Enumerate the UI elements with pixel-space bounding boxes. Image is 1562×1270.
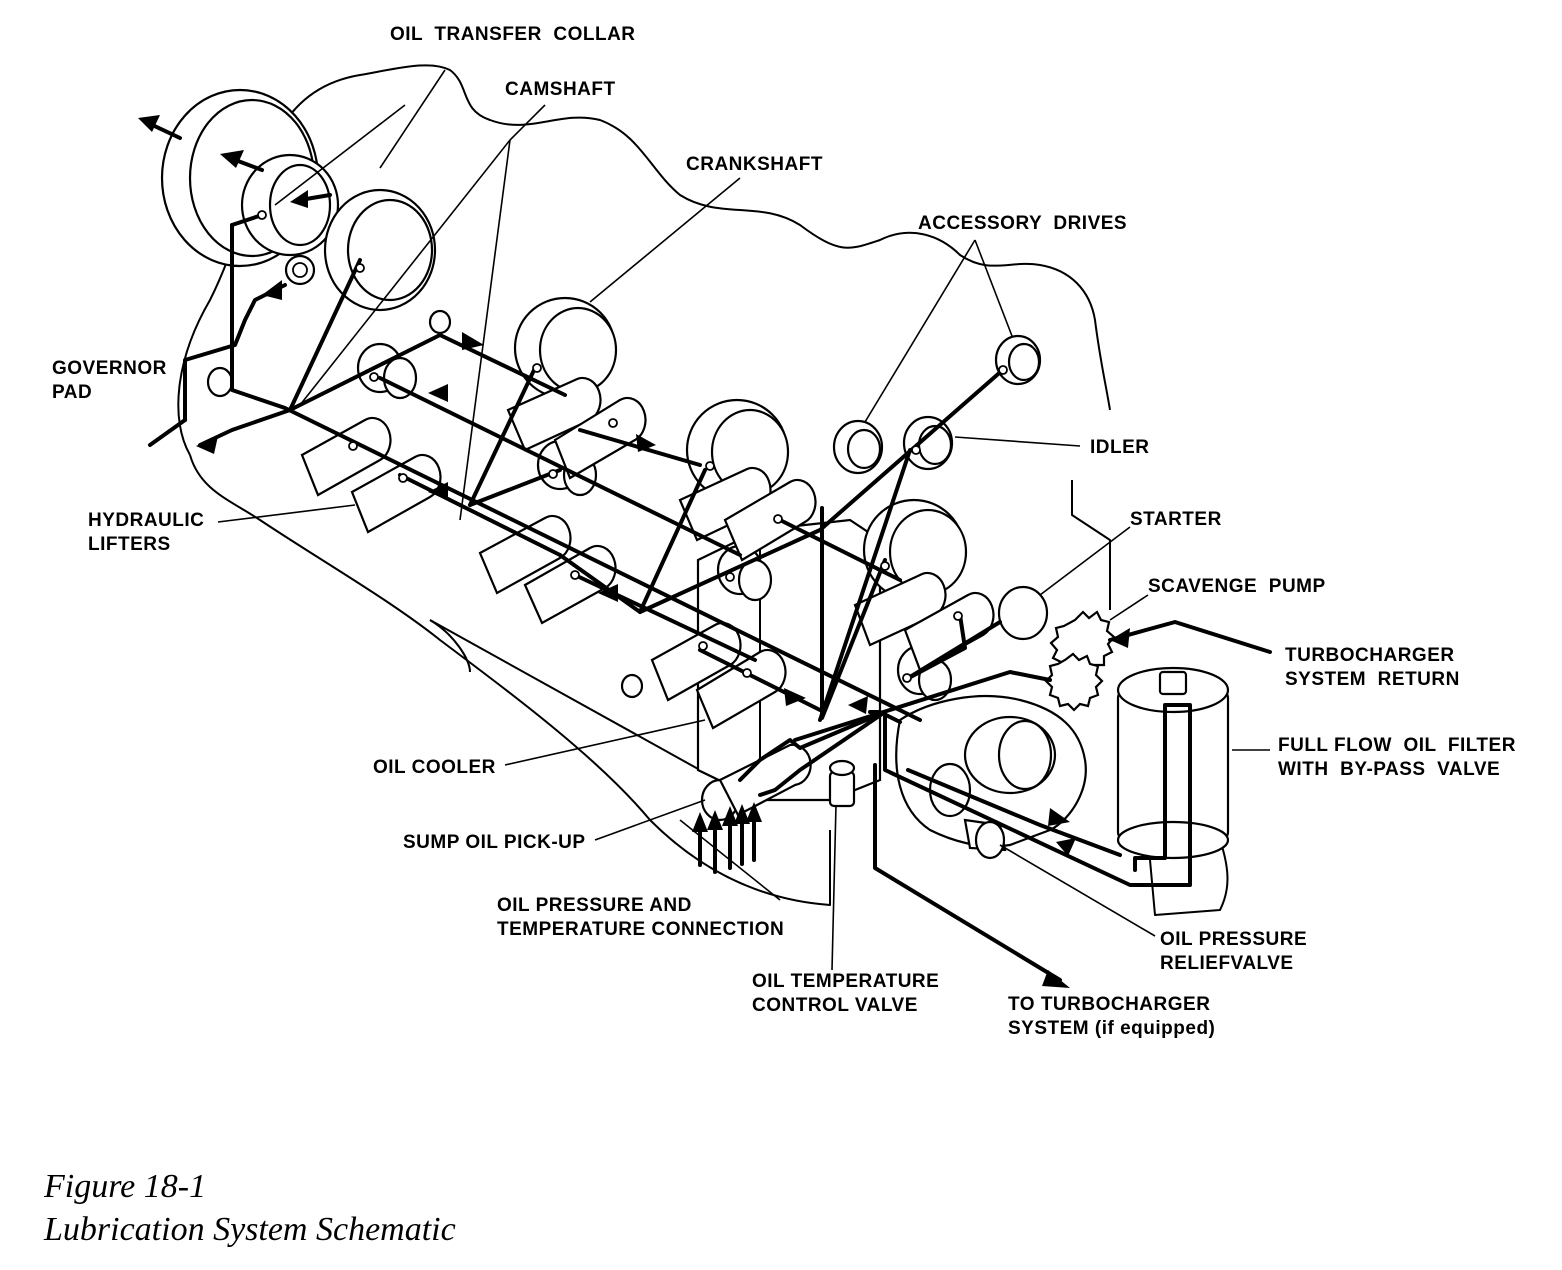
label-hydraulic-lifters-1: HYDRAULIC xyxy=(88,510,204,531)
label-hydraulic-lifters-2: LIFTERS xyxy=(88,534,171,555)
callout-labels: OIL TRANSFER COLLAR CAMSHAFT CRANKSHAFT … xyxy=(52,24,1516,1039)
label-starter: STARTER xyxy=(1130,509,1222,530)
label-oil-cooler: OIL COOLER xyxy=(373,757,496,778)
label-temp-control-valve-1: OIL TEMPERATURE xyxy=(752,971,939,992)
figure-number: Figure 18-1 xyxy=(43,1168,206,1205)
label-crankshaft: CRANKSHAFT xyxy=(686,154,823,175)
label-sump-pickup: SUMP OIL PICK-UP xyxy=(403,832,586,853)
label-relief-valve-1: OIL PRESSURE xyxy=(1160,929,1307,950)
figure-caption: Figure 18-1 Lubrication System Schematic xyxy=(43,1168,456,1248)
label-camshaft: CAMSHAFT xyxy=(505,79,616,100)
governor-pad xyxy=(206,254,644,699)
label-accessory-drives: ACCESSORY DRIVES xyxy=(918,213,1127,234)
label-pressure-temp-conn-1: OIL PRESSURE AND xyxy=(497,895,692,916)
figure-title: Lubrication System Schematic xyxy=(43,1211,456,1248)
label-governor-pad-1: GOVERNOR xyxy=(52,358,167,379)
label-turbocharger-return-1: TURBOCHARGER xyxy=(1285,645,1455,666)
accessory-gears xyxy=(832,334,1049,641)
label-pressure-temp-conn-2: TEMPERATURE CONNECTION xyxy=(497,919,784,940)
oil-filter xyxy=(1116,666,1230,860)
prop-flange xyxy=(160,88,437,312)
label-scavenge-pump: SCAVENGE PUMP xyxy=(1148,576,1326,597)
junction-dots xyxy=(257,210,1008,683)
leader-lines xyxy=(217,69,1270,971)
label-governor-pad-2: PAD xyxy=(52,382,92,403)
label-oil-filter-2: WITH BY-PASS VALVE xyxy=(1278,759,1500,780)
label-temp-control-valve-2: CONTROL VALVE xyxy=(752,995,918,1016)
label-turbocharger-return-2: SYSTEM RETURN xyxy=(1285,669,1460,690)
label-idler: IDLER xyxy=(1090,437,1150,458)
hydraulic-lifters xyxy=(300,376,995,730)
label-to-turbo-1: TO TURBOCHARGER xyxy=(1008,994,1210,1015)
label-oil-filter-1: FULL FLOW OIL FILTER xyxy=(1278,735,1516,756)
pump-housing xyxy=(895,694,1087,860)
scavenge-pump-gear xyxy=(1044,610,1116,712)
flow-arrows xyxy=(138,115,1130,988)
sump-intake-arrows xyxy=(692,802,762,874)
label-oil-transfer-collar: OIL TRANSFER COLLAR xyxy=(390,24,636,45)
label-relief-valve-2: RELIEFVALVE xyxy=(1160,953,1294,974)
label-to-turbo-2: SYSTEM (if equipped) xyxy=(1008,1018,1215,1039)
temp-control-valve xyxy=(828,759,856,808)
